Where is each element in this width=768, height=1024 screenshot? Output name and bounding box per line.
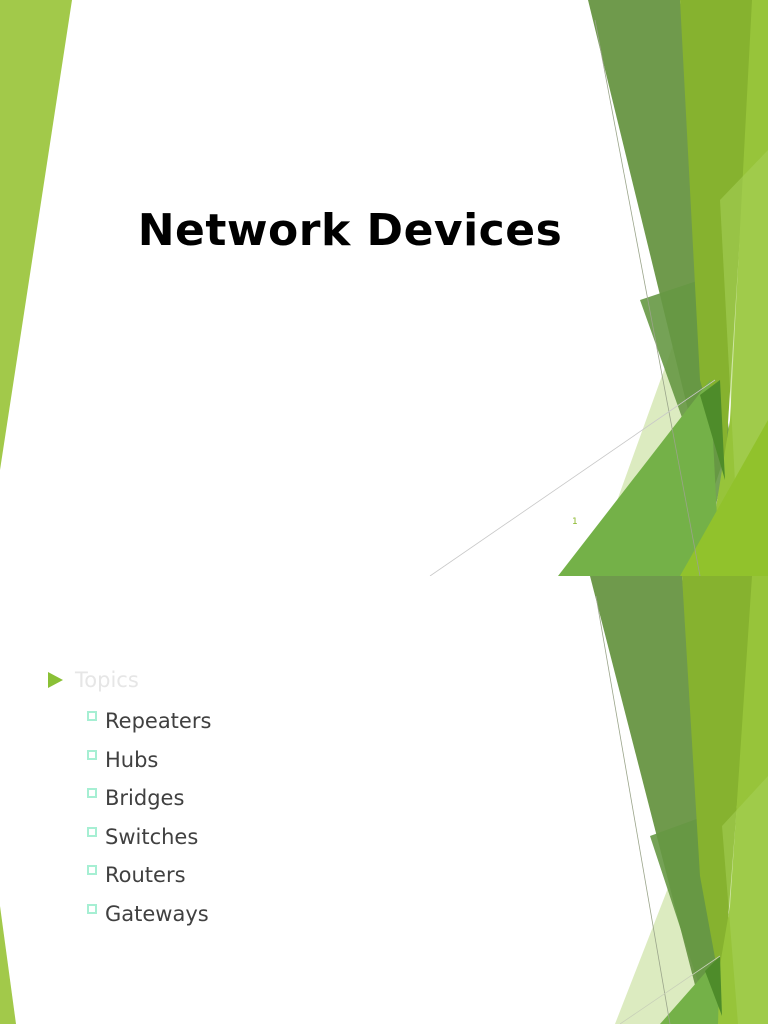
list-item: Repeaters: [87, 702, 211, 741]
title-slide: Network Devices 1: [0, 0, 768, 576]
topics-heading-label: Topics: [75, 668, 139, 692]
topic-list: Repeaters Hubs Bridges Switches Routers …: [87, 702, 211, 933]
slide-title: Network Devices: [137, 205, 563, 256]
topic-label: Switches: [105, 824, 199, 849]
topics-slide: Topics Repeaters Hubs Bridges Switches R…: [0, 576, 768, 1024]
list-item: Gateways: [87, 895, 211, 934]
list-item: Bridges: [87, 779, 211, 818]
list-item: Switches: [87, 818, 211, 857]
topic-label: Gateways: [105, 901, 209, 926]
topic-label: Bridges: [105, 786, 185, 811]
square-bullet-icon: [87, 749, 97, 760]
topic-label: Routers: [105, 863, 186, 888]
topic-label: Repeaters: [105, 709, 212, 734]
slide-number: 1: [572, 517, 578, 527]
square-bullet-icon: [87, 903, 97, 914]
list-item: Routers: [87, 856, 211, 895]
topic-label: Hubs: [105, 747, 159, 772]
square-bullet-icon: [87, 865, 97, 876]
triangle-arrow-icon: [48, 672, 63, 688]
list-item: Hubs: [87, 741, 211, 780]
topics-heading: Topics: [48, 665, 139, 695]
square-bullet-icon: [87, 826, 97, 837]
green-facet-decoration: [0, 576, 768, 1024]
green-facet-decoration: [0, 0, 768, 576]
square-bullet-icon: [87, 711, 97, 722]
square-bullet-icon: [87, 788, 97, 799]
